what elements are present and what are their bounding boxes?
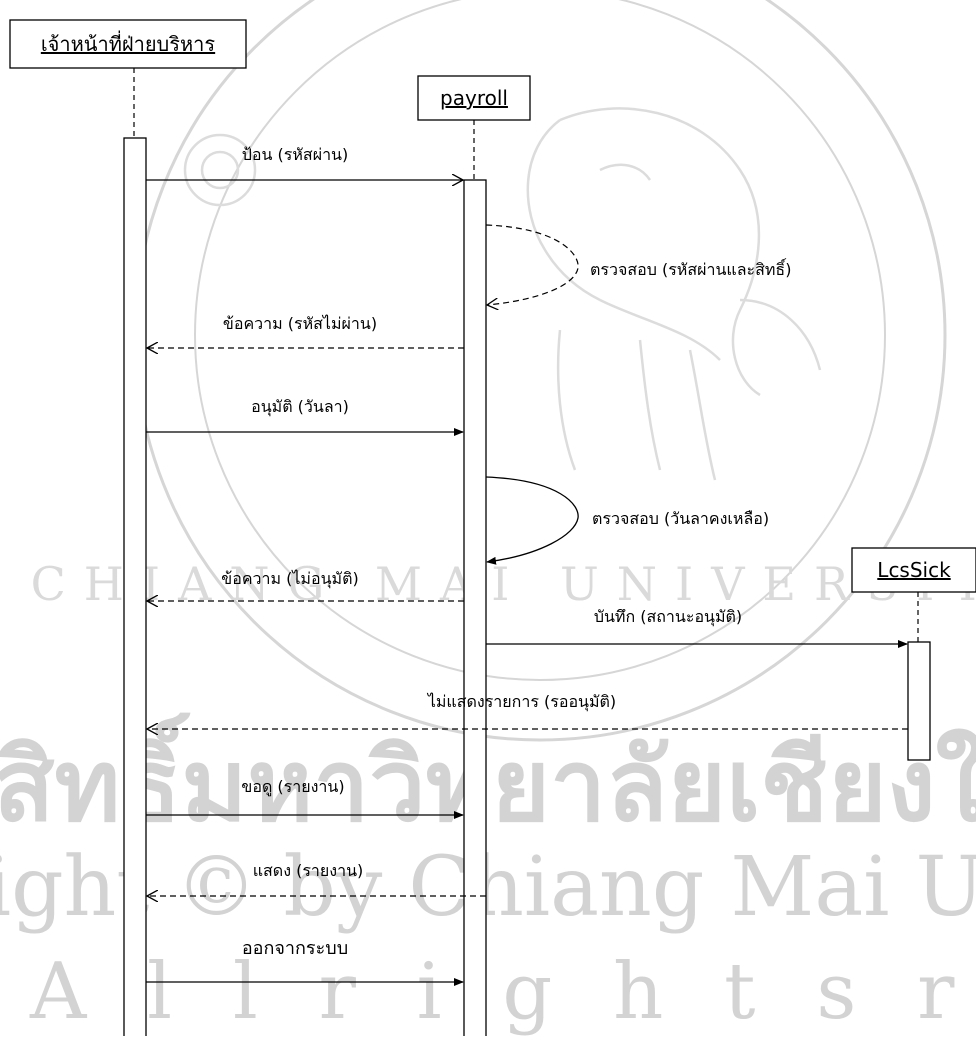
lifeline-admin-label: เจ้าหน้าที่ฝ่ายบริหาร [41,30,216,56]
message-show-report: แสดง (รายงาน) [147,861,486,896]
message-check-password-rights-label: ตรวจสอบ (รหัสผ่านและสิทธิ์) [590,258,791,279]
watermark-ring-inner [194,0,886,681]
message-approve-leave-label: อนุมัติ (วันลา) [251,397,349,417]
message-hide-pending-list: ไม่แสดงรายการ (รออนุมัติ) [147,692,908,729]
message-check-remaining-leave: ตรวจสอบ (วันลาคงเหลือ) [485,476,769,565]
message-enter-password: ป้อน (รหัสผ่าน) [146,145,463,180]
lifeline-admin: เจ้าหน้าที่ฝ่ายบริหาร [9,19,247,1039]
message-record-status: บันทึก (สถานะอนุมัติ) [486,607,908,648]
message-logout: ออกจากระบบ [146,938,464,986]
watermark-rights: A l l r i g h t s r e s e r v e d [29,947,976,1036]
lifeline-lcssick: LcsSick [851,547,976,761]
watermark-university-ring: CHIANG MAI UNIVERSITY [31,557,976,611]
message-check-password-rights-arrow [486,224,579,305]
activation-payroll [463,179,487,1039]
watermark-elephant-emblem [183,107,822,481]
message-record-status-label: บันทึก (สถานะอนุมัติ) [594,607,742,627]
lifeline-payroll-box [417,75,531,121]
watermark-copyright: Copyright © by Chiang Mai University [0,840,976,935]
message-not-approved-label: ข้อความ (ไม่อนุมัติ) [221,569,358,589]
message-enter-password-label: ป้อน (รหัสผ่าน) [242,145,348,164]
message-not-approved: ข้อความ (ไม่อนุมัติ) [147,569,464,601]
message-request-report: ขอดู (รายงาน) [146,777,464,819]
lifeline-lcssick-box [851,547,976,593]
message-check-remaining-leave-label: ตรวจสอบ (วันลาคงเหลือ) [592,509,769,528]
message-logout-label: ออกจากระบบ [242,938,348,959]
message-password-fail-label: ข้อความ (รหัสไม่ผ่าน) [223,314,377,333]
message-check-password-rights: ตรวจสอบ (รหัสผ่านและสิทธิ์) [486,224,791,305]
message-request-report-label: ขอดู (รายงาน) [241,777,344,797]
activation-admin [123,137,147,1039]
message-hide-pending-list-label: ไม่แสดงรายการ (รออนุมัติ) [426,692,616,712]
watermark-thai: ลิขสิทธิ์มหาวิทยาลัยเชียงใหม่ [0,712,976,844]
message-show-report-label: แสดง (รายงาน) [253,861,364,880]
message-approve-leave: อนุมัติ (วันลา) [146,397,464,436]
watermark-ring-outer [133,0,947,742]
lifeline-admin-box [9,19,247,69]
lifeline-payroll-label: payroll [440,86,508,110]
activation-lcssick [907,641,931,761]
message-check-remaining-leave-arrow [485,476,579,565]
lifeline-lcssick-label: LcsSick [877,558,951,582]
message-password-fail: ข้อความ (รหัสไม่ผ่าน) [147,314,464,348]
